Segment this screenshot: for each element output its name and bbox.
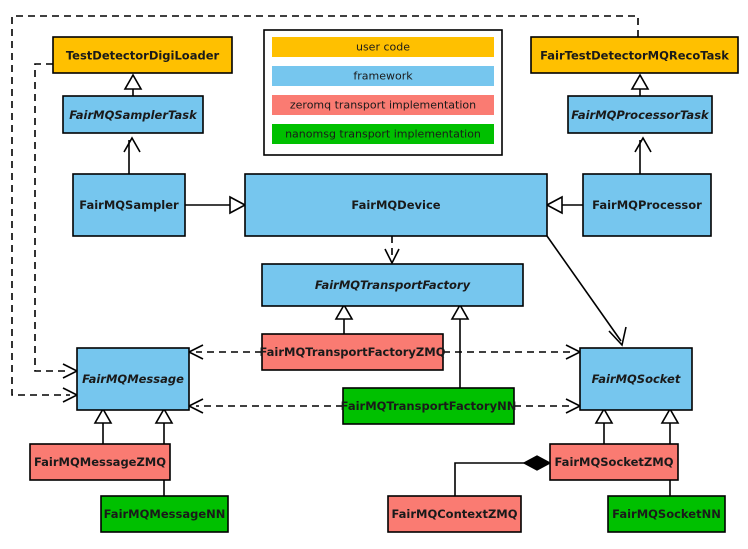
node-FairMQSocket[interactable]: FairMQSocket [579, 347, 693, 411]
legend-item-zeromq: zeromq transport implementation [272, 95, 494, 115]
node-FairMQSocketZMQ[interactable]: FairMQSocketZMQ [549, 443, 679, 481]
edge-recotask-to-message [11, 15, 639, 396]
node-label-FairMQTransportFactory: FairMQTransportFactory [315, 278, 471, 292]
generalization-arrow-digiloader [123, 73, 143, 90]
node-label-FairMQTransportFactoryZMQ: FairMQTransportFactoryZMQ [259, 345, 445, 359]
edge-layer [11, 15, 671, 496]
node-box-FairMQSampler[interactable] [72, 173, 186, 237]
node-FairMQSocketNN[interactable]: FairMQSocketNN [607, 495, 726, 533]
legend-item-framework: framework [272, 66, 494, 86]
generalization-arrow-device-left [229, 195, 247, 215]
node-box-FairMQProcessorTask[interactable] [567, 95, 713, 134]
node-label-FairMQContextZMQ: FairMQContextZMQ [391, 507, 517, 521]
node-label-FairMQMessageZMQ: FairMQMessageZMQ [34, 455, 166, 469]
node-FairMQMessage[interactable]: FairMQMessage [76, 347, 190, 411]
association-arrow-socket-diagonal [608, 326, 627, 347]
node-FairMQMessageNN[interactable]: FairMQMessageNN [100, 495, 229, 533]
node-box-FairMQDevice[interactable] [244, 173, 548, 237]
node-label-FairMQDevice: FairMQDevice [351, 198, 440, 212]
generalization-arrow-message-nn [154, 407, 174, 424]
legend-label-framework: framework [353, 70, 413, 83]
node-FairMQSampler[interactable]: FairMQSampler [72, 173, 186, 237]
node-box-FairMQTransportFactory[interactable] [261, 263, 524, 307]
node-label-FairTestDetectorMQRecoTask: FairTestDetectorMQRecoTask [540, 49, 729, 63]
node-label-FairMQSamplerTask: FairMQSamplerTask [69, 108, 198, 122]
generalization-arrow-message-zmq [93, 407, 113, 424]
generalization-arrow-socket-zmq [594, 407, 614, 424]
dependency-arrow-message-left-top [62, 363, 79, 379]
dependency-arrow-transportfactory [384, 248, 400, 265]
edge-device-to-socket [546, 235, 622, 342]
node-box-FairMQMessageNN[interactable] [100, 495, 229, 533]
composition-diamond-socketzmq [522, 455, 552, 471]
node-FairMQProcessor[interactable]: FairMQProcessor [582, 173, 712, 237]
node-FairMQMessageZMQ[interactable]: FairMQMessageZMQ [29, 443, 171, 481]
node-FairTestDetectorMQRecoTask[interactable]: FairTestDetectorMQRecoTask [530, 36, 739, 74]
legend-swatch-framework [272, 66, 494, 86]
node-box-FairMQTransportFactoryZMQ[interactable] [261, 333, 444, 371]
node-FairMQDevice[interactable]: FairMQDevice [244, 173, 548, 237]
node-label-FairMQProcessorTask: FairMQProcessorTask [571, 108, 710, 122]
node-FairMQTransportFactoryNN[interactable]: FairMQTransportFactoryNN [341, 387, 517, 425]
legend-label-nanomsg: nanomsg transport implementation [285, 128, 481, 141]
association-arrow-processortask [634, 136, 652, 153]
node-FairMQSamplerTask[interactable]: FairMQSamplerTask [62, 95, 204, 134]
legend-swatch-zeromq [272, 95, 494, 115]
legend-item-nanomsg: nanomsg transport implementation [272, 124, 494, 144]
node-label-FairMQSocketZMQ: FairMQSocketZMQ [555, 455, 674, 469]
generalization-arrow-transportfactory-zmq [334, 303, 354, 320]
node-label-FairMQSampler: FairMQSampler [79, 198, 179, 212]
node-box-FairMQContextZMQ[interactable] [387, 495, 522, 533]
node-layer: TestDetectorDigiLoader FairMQSamplerTask… [29, 36, 739, 533]
node-box-FairTestDetectorMQRecoTask[interactable] [530, 36, 739, 74]
node-box-FairMQMessage[interactable] [76, 347, 190, 411]
node-box-FairMQSocketNN[interactable] [607, 495, 726, 533]
edge-contextzmq-to-socketzmq [454, 462, 537, 496]
generalization-arrow-socket-nn [660, 407, 680, 424]
legend: user code framework zeromq transport imp… [263, 29, 503, 156]
association-arrow-samplertask [123, 136, 141, 153]
node-box-FairMQMessageZMQ[interactable] [29, 443, 171, 481]
edge-digiloader-to-message [34, 63, 70, 372]
node-label-FairMQMessageNN: FairMQMessageNN [104, 507, 226, 521]
legend-label-zeromq: zeromq transport implementation [290, 99, 476, 112]
node-label-FairMQSocket: FairMQSocket [592, 372, 681, 386]
node-label-FairMQMessage: FairMQMessage [82, 372, 184, 386]
legend-swatch-user-code [272, 37, 494, 57]
node-label-FairMQSocketNN: FairMQSocketNN [612, 507, 721, 521]
node-FairMQTransportFactoryZMQ[interactable]: FairMQTransportFactoryZMQ [259, 333, 446, 371]
legend-swatch-nanomsg [272, 124, 494, 144]
node-box-FairMQTransportFactoryNN[interactable] [342, 387, 515, 425]
node-box-FairMQSamplerTask[interactable] [62, 95, 204, 134]
node-TestDetectorDigiLoader[interactable]: TestDetectorDigiLoader [52, 36, 233, 74]
node-box-FairMQSocketZMQ[interactable] [549, 443, 679, 481]
node-label-FairMQTransportFactoryNN: FairMQTransportFactoryNN [341, 399, 517, 413]
legend-label-user-code: user code [356, 41, 410, 54]
generalization-arrow-transportfactory-nn [450, 303, 470, 320]
node-label-FairMQProcessor: FairMQProcessor [592, 198, 702, 212]
node-label-TestDetectorDigiLoader: TestDetectorDigiLoader [66, 49, 220, 63]
generalization-arrow-device-right [545, 195, 563, 215]
node-box-FairMQProcessor[interactable] [582, 173, 712, 237]
node-box-FairMQSocket[interactable] [579, 347, 693, 411]
node-FairMQContextZMQ[interactable]: FairMQContextZMQ [387, 495, 522, 533]
legend-item-user-code: user code [272, 37, 494, 57]
node-FairMQTransportFactory[interactable]: FairMQTransportFactory [261, 263, 524, 307]
node-box-TestDetectorDigiLoader[interactable] [52, 36, 233, 74]
generalization-arrow-recotask [630, 73, 650, 90]
node-FairMQProcessorTask[interactable]: FairMQProcessorTask [567, 95, 713, 134]
